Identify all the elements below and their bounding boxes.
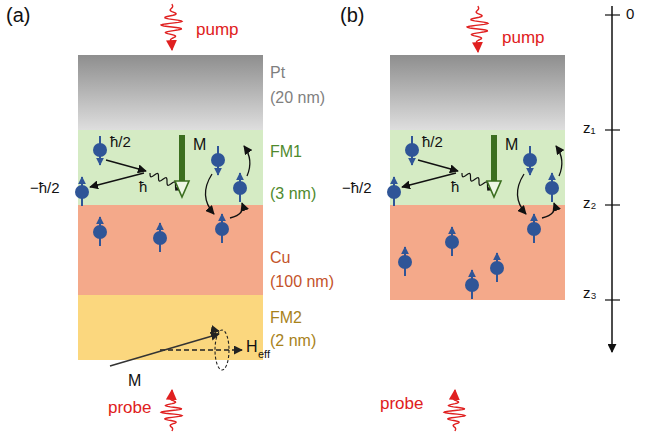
- field-subscript: eff: [258, 348, 270, 361]
- layer-label: Pt (20 nm): [270, 55, 350, 130]
- electron-spin: [527, 214, 541, 243]
- scattering-arrow: [244, 146, 250, 176]
- panel-label: (b): [340, 4, 364, 27]
- electron-spin: [523, 146, 537, 175]
- light-pulse: [161, 4, 182, 50]
- scattering-arrow: [106, 160, 146, 171]
- layer-label: Cu (100 nm): [270, 205, 350, 295]
- layer-thickness: (100 nm): [270, 272, 334, 291]
- light-pulse: [161, 390, 182, 431]
- layer-name: Cu: [270, 248, 290, 267]
- photon-label: ħ: [451, 178, 459, 195]
- probe-label: probe: [380, 394, 423, 414]
- photon-label: ħ: [139, 178, 147, 195]
- magnetization-label: M: [128, 372, 141, 390]
- scattering-arrow: [517, 174, 526, 214]
- pump-label: pump: [196, 20, 239, 40]
- fm1-layer: FM1(3 nm): [78, 130, 263, 205]
- light-pulse: [467, 6, 488, 52]
- electron-spin: [398, 247, 412, 276]
- scattering-arrow: [542, 203, 555, 218]
- electron-spin: [445, 227, 459, 256]
- axis-label: z₁: [583, 119, 596, 136]
- axis-label: z₃: [583, 284, 597, 301]
- electron-spin: [75, 177, 89, 206]
- pt-layer: Pt(20 nm): [78, 55, 263, 130]
- electron-spin: [233, 173, 247, 202]
- cu-layer-b: [390, 205, 565, 300]
- magnetization-label: M: [505, 136, 518, 154]
- spin-label: −ħ/2: [30, 179, 60, 196]
- magnetization-arrow: [487, 135, 501, 197]
- scattering-arrow: [556, 146, 562, 176]
- electron-spin: [211, 146, 225, 175]
- pt-layer-b: [390, 55, 565, 130]
- electron-spin: [153, 223, 167, 252]
- axis-label: z₂: [583, 194, 596, 211]
- fm1-layer-b: [390, 130, 565, 205]
- probe-label: probe: [108, 398, 151, 418]
- spin-label: −ħ/2: [342, 179, 372, 196]
- field-label: H: [246, 338, 258, 356]
- precession: [110, 330, 242, 370]
- layer-name: FM1: [270, 142, 302, 161]
- cu-layer: Cu(100 nm): [78, 205, 263, 295]
- electron-spin: [93, 217, 107, 246]
- layer-label: FM1 (3 nm): [270, 130, 350, 205]
- layer-name: Pt: [270, 63, 285, 82]
- scattering-arrow: [402, 173, 456, 187]
- electron-spin: [93, 136, 107, 165]
- electron-spin: [465, 270, 479, 299]
- electron-spin: [545, 173, 559, 202]
- electron-spin: [490, 253, 504, 282]
- z-axis: [605, 6, 620, 352]
- scattering-arrow: [230, 203, 243, 218]
- electron-spin: [405, 136, 419, 165]
- layer-thickness: (3 nm): [270, 184, 316, 203]
- light-pulse: [444, 390, 465, 431]
- layer-name: FM2: [270, 308, 302, 327]
- spin-label: ħ/2: [110, 133, 131, 150]
- electron-spin: [387, 177, 401, 206]
- panel-label: (a): [6, 4, 30, 27]
- pump-label: pump: [502, 28, 545, 48]
- magnetization-label: M: [193, 136, 206, 154]
- scattering-arrow: [418, 160, 458, 171]
- spin-label: ħ/2: [422, 133, 443, 150]
- electron-spin: [215, 214, 229, 243]
- layer-thickness: (20 nm): [270, 88, 325, 107]
- scattering-arrow: [90, 173, 144, 187]
- scattering-arrow: [205, 174, 214, 214]
- axis-label: 0: [626, 5, 634, 22]
- layer-thickness: (2 nm): [270, 331, 316, 350]
- layer-label: FM2 (2 nm): [270, 295, 350, 360]
- magnetization-arrow: [175, 135, 189, 197]
